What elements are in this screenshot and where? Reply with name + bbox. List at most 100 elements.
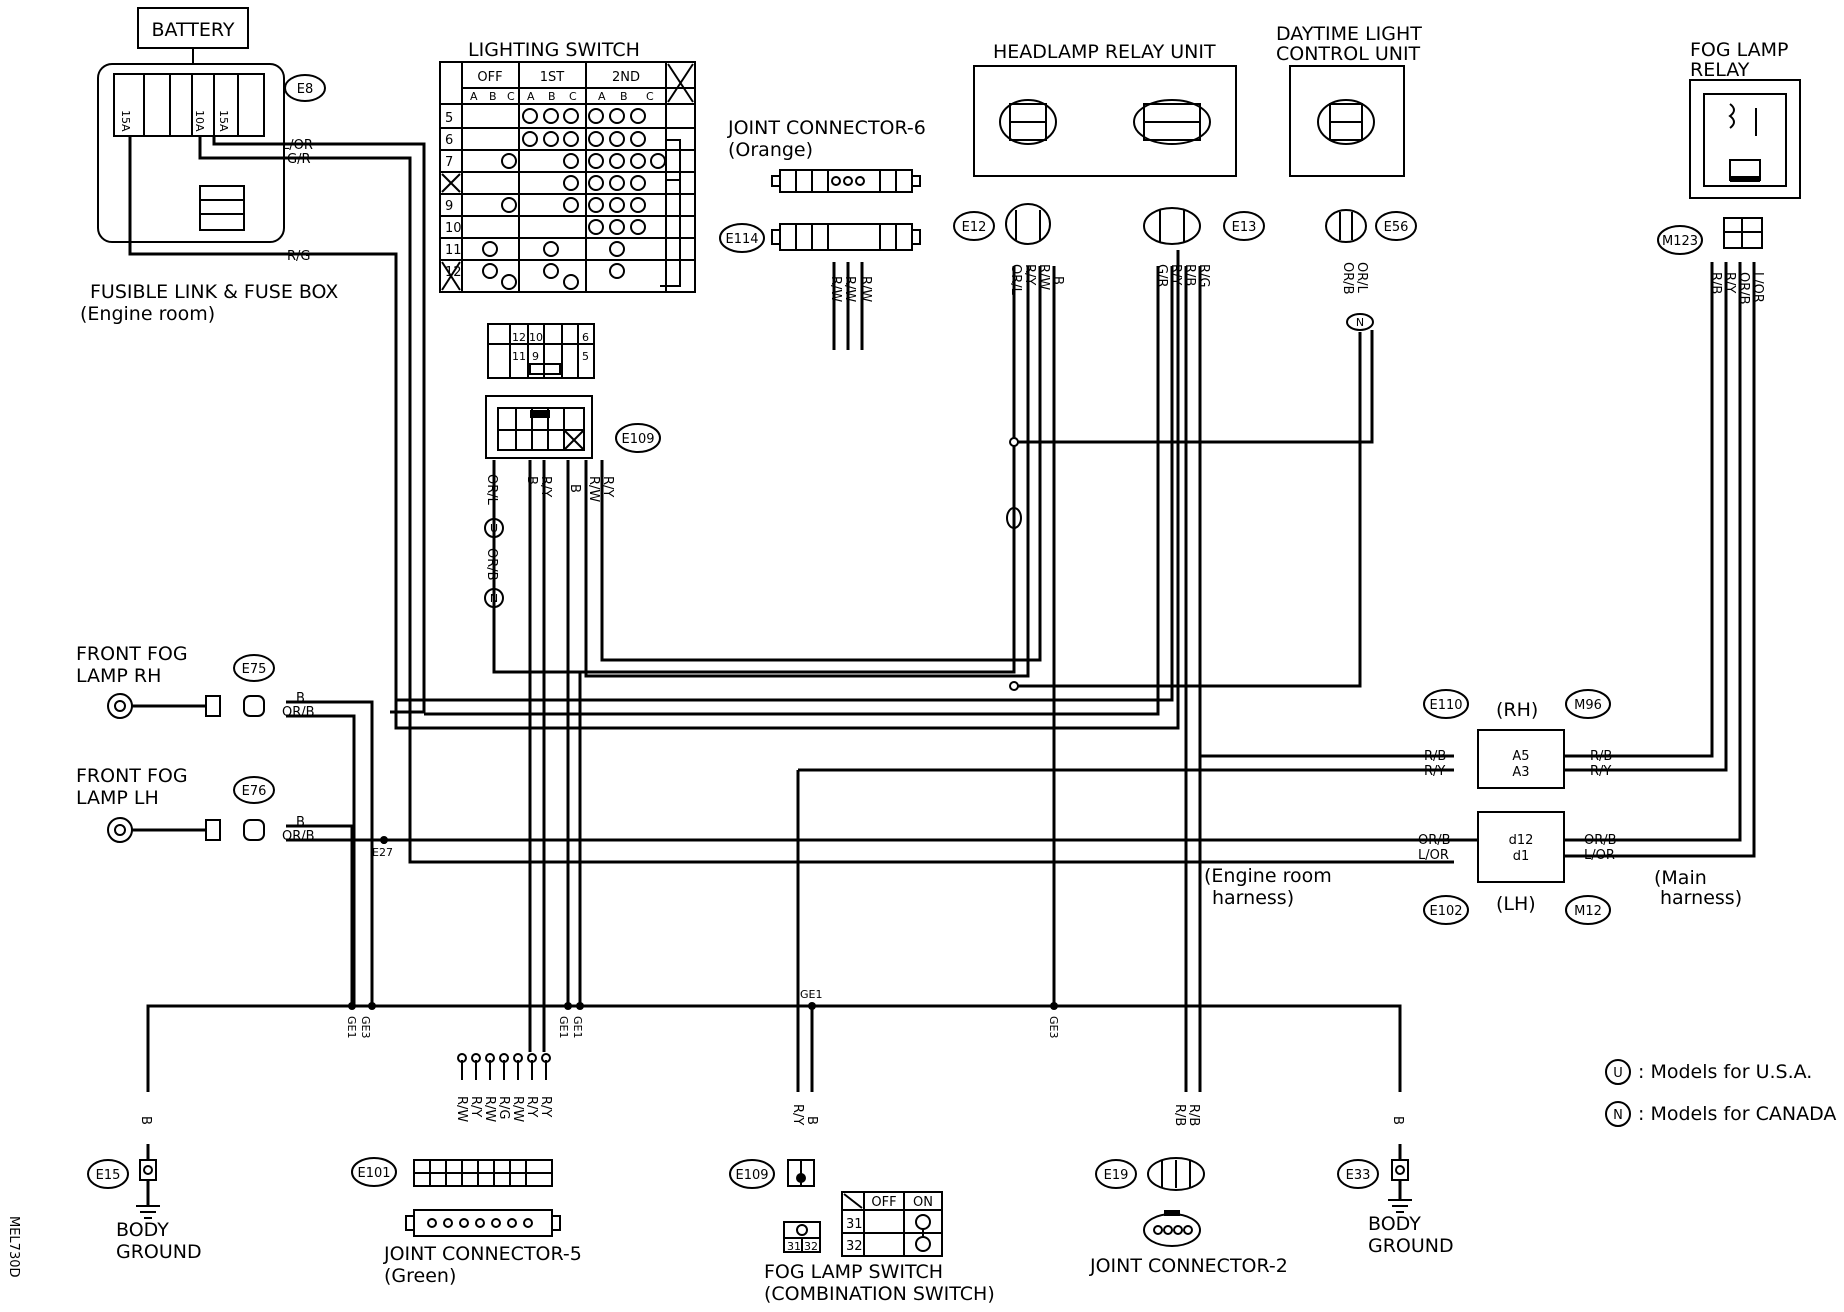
svg-text:M96: M96: [1574, 698, 1602, 713]
connector-e76: E76: [233, 776, 275, 804]
svg-text:B: B: [489, 90, 497, 103]
svg-text:E33: E33: [1346, 1168, 1371, 1183]
ge3-label-2: GE3: [1047, 1016, 1060, 1038]
svg-text:A5: A5: [1512, 749, 1529, 764]
joint-connector-5-label: JOINT CONNECTOR-5: [383, 1243, 582, 1265]
headlamp-relay-label: HEADLAMP RELAY UNIT: [993, 41, 1216, 63]
wire-label-b-e12: B: [1050, 276, 1065, 285]
splice-label-e27: E27: [372, 846, 393, 859]
wire-label-ry2-e109: R/Y: [600, 476, 615, 497]
wire-label-b-e76: B: [296, 815, 305, 830]
svg-text:6: 6: [445, 133, 453, 148]
wire-label-orb-m12: OR/B: [1584, 833, 1617, 848]
connector-e12: E12: [953, 203, 1051, 245]
wire-label-rw-e109: R/W: [586, 476, 601, 502]
fog-switch-face: 31 32: [783, 1221, 821, 1253]
svg-text:10: 10: [529, 331, 543, 344]
svg-text:E75: E75: [242, 662, 267, 677]
body-ground-right-label: BODY: [1368, 1213, 1421, 1235]
svg-text:N: N: [1613, 1108, 1623, 1123]
main-harness-sublabel: harness): [1660, 887, 1742, 909]
wire-label-gr-e13: G/R: [1154, 264, 1169, 288]
svg-text:E15: E15: [96, 1168, 121, 1183]
wires: [128, 136, 1756, 1092]
wire-label-rb-e110: R/B: [1424, 749, 1446, 764]
ge1-label-3: GE1: [571, 1016, 584, 1038]
svg-text:31: 31: [846, 1217, 863, 1232]
svg-text:d1: d1: [1513, 849, 1530, 864]
svg-text:1ST: 1ST: [540, 70, 565, 85]
connector-e19: E19: [1095, 1157, 1205, 1191]
fuse-box-label: FUSIBLE LINK & FUSE BOX: [90, 281, 338, 303]
lighting-switch-table: OFF 1ST 2ND A B C A B C A B C 5 6 7 9 10…: [439, 61, 696, 293]
fog-lamp-lh-sublabel: LAMP LH: [76, 787, 159, 809]
wire-label-rw-e101a: R/W: [454, 1096, 469, 1122]
svg-text:: Models for CANADA: : Models for CANADA: [1638, 1103, 1836, 1125]
svg-text:2ND: 2ND: [612, 70, 640, 85]
wire-label-rw-e114c: R/W: [858, 276, 873, 302]
svg-text:A3: A3: [1512, 765, 1529, 780]
wire-label-ry-m123: R/Y: [1722, 272, 1737, 293]
wire-label-rb-m123: R/B: [1708, 272, 1723, 294]
svg-text:5: 5: [445, 111, 453, 126]
connector-m96: M96: [1565, 689, 1611, 719]
wire-label-rw-e12: R/W: [1036, 264, 1051, 290]
joint-connector-2: [1143, 1210, 1201, 1247]
svg-text:E109: E109: [735, 1168, 768, 1183]
wire-label-rb-e19a: R/B: [1172, 1104, 1187, 1126]
svg-text:E101: E101: [357, 1166, 390, 1181]
fog-lamp-rh-label: FRONT FOG: [76, 643, 188, 665]
ge1-label-2: GE1: [557, 1016, 570, 1038]
connector-e109-top: [485, 395, 593, 459]
canada-marker-e56: N: [1346, 313, 1374, 331]
svg-text:E56: E56: [1384, 220, 1409, 235]
wire-label-ry-m96: R/Y: [1590, 764, 1611, 779]
wire-label-ry-e101b: R/Y: [524, 1096, 539, 1117]
joint-connector-6: [771, 169, 921, 193]
fog-lamp-rh-sublabel: LAMP RH: [76, 665, 161, 687]
wire-label-rg-e101: R/G: [496, 1096, 511, 1120]
wire-label-ry-e13: R/Y: [1168, 264, 1183, 285]
engine-harness-sublabel: harness): [1212, 887, 1294, 909]
svg-text:B: B: [620, 90, 628, 103]
svg-text:10: 10: [445, 221, 462, 236]
engine-harness-label: (Engine room: [1204, 865, 1332, 887]
connector-e56: E56: [1325, 209, 1417, 243]
daytime-unit-label: DAYTIME LIGHT: [1276, 23, 1422, 45]
wire-label-rw-e101b: R/W: [482, 1096, 497, 1122]
svg-text:U: U: [1613, 1066, 1623, 1081]
svg-text:6: 6: [582, 331, 589, 344]
svg-text:11: 11: [512, 350, 526, 363]
fuse-box: 15A 10A 15A: [97, 48, 285, 243]
svg-text:12: 12: [512, 331, 526, 344]
svg-text:31: 31: [787, 1240, 801, 1253]
wire-label-rb-e19b: R/B: [1186, 1104, 1201, 1126]
connector-e8: E8: [284, 74, 326, 102]
body-ground-right-sublabel: GROUND: [1368, 1235, 1454, 1257]
joint-connector-6-label: JOINT CONNECTOR-6: [727, 117, 926, 139]
connector-e109-bottom: E109: [729, 1159, 815, 1189]
fog-lamp-lh: [107, 817, 265, 843]
fog-relay-sublabel: RELAY: [1690, 59, 1750, 81]
wire-label-orb-e102: OR/B: [1418, 833, 1451, 848]
wire-label-orl-e109: OR/L: [484, 474, 499, 506]
svg-text:ON: ON: [913, 1195, 933, 1210]
connector-e109-label: E109: [615, 423, 661, 453]
svg-text:d12: d12: [1509, 833, 1534, 848]
svg-text:C: C: [646, 90, 654, 103]
wire-label-b-e75: B: [296, 691, 305, 706]
svg-text:N: N: [1356, 316, 1364, 329]
ge1-label-1: GE1: [345, 1016, 358, 1038]
connector-e15: E15: [87, 1159, 129, 1189]
wire-label-lor-m12: L/OR: [1584, 848, 1615, 863]
wire-label-rb-m96: R/B: [1590, 749, 1612, 764]
svg-text:10A: 10A: [193, 110, 206, 132]
wire-label-orb-e75: OR/B: [282, 705, 315, 720]
wire-label-ry-e101a: R/Y: [468, 1096, 483, 1117]
connector-m12: M12: [1565, 895, 1611, 925]
headlamp-relay-unit: [973, 65, 1237, 177]
wire-label-b2-e109: B: [567, 484, 582, 493]
battery: BATTERY: [137, 7, 249, 49]
svg-text:OFF: OFF: [871, 1195, 896, 1210]
